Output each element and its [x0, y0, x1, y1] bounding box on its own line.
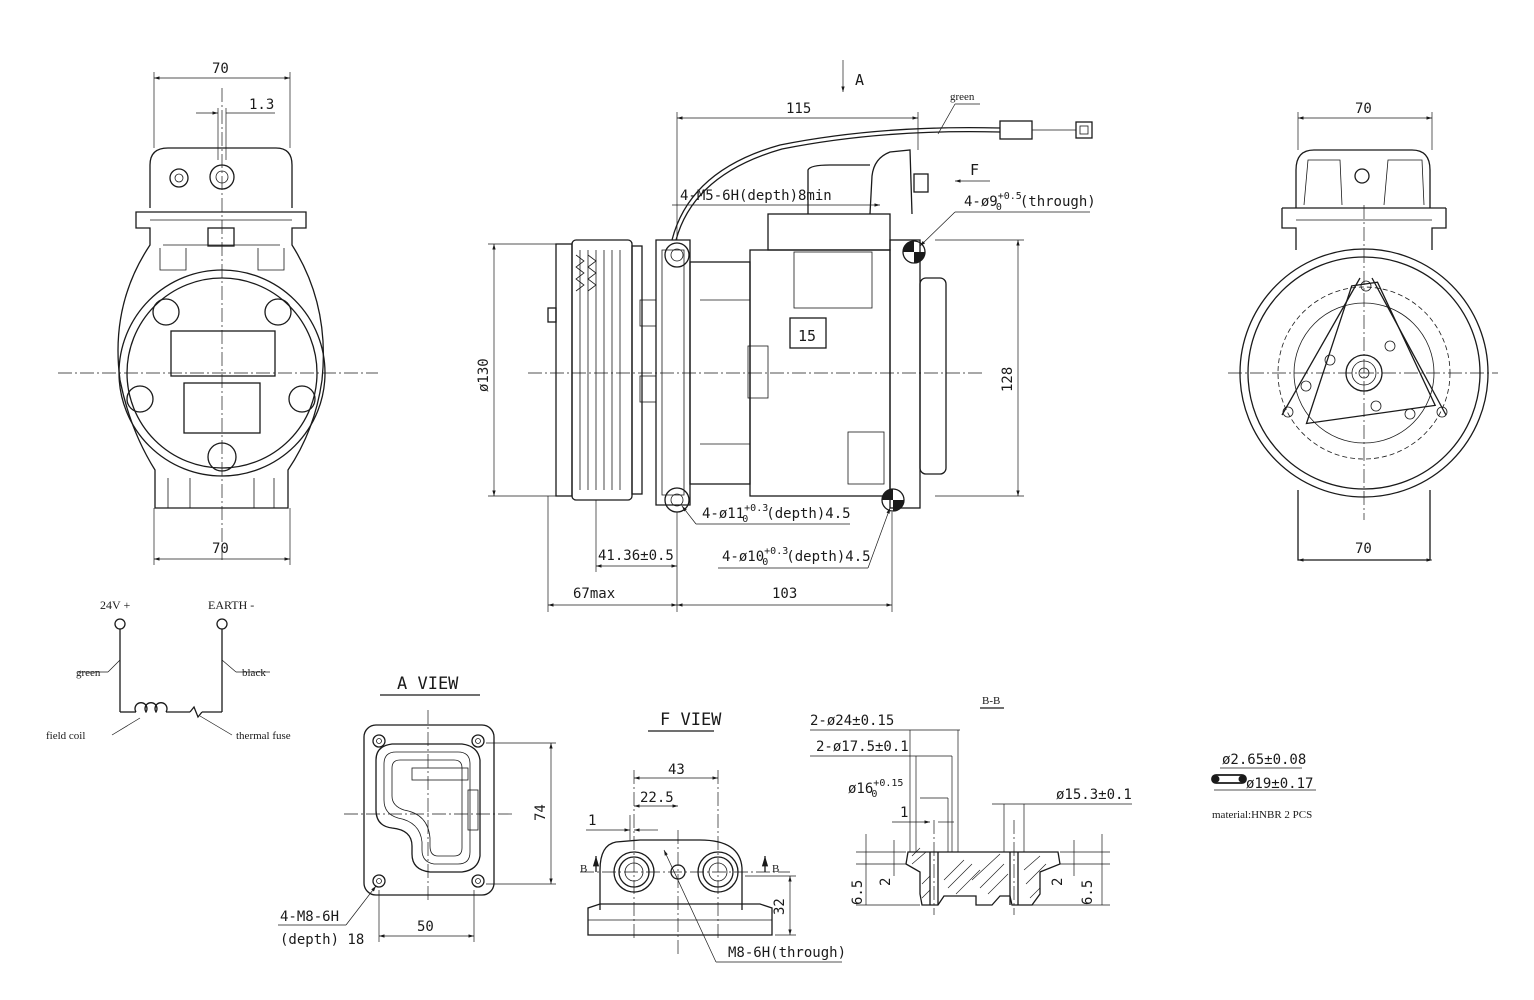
bb-title: B-B	[982, 695, 1000, 707]
dim-fv-1: 1	[588, 813, 596, 829]
right-end-view: 70 70	[1228, 101, 1498, 562]
dim-bb-15-3: ø15.3±0.1	[1056, 787, 1132, 803]
dim-phi11: 4-ø11	[702, 506, 744, 522]
dim-m5-thread: 4-M5-6H(depth)8min	[680, 188, 832, 204]
dim-41-36: 41.36±0.5	[598, 548, 674, 564]
section-b-left: B	[580, 863, 587, 875]
main-side-view: A F 15	[476, 60, 1096, 612]
label-box-15	[789, 317, 827, 349]
box-15-text: 15	[798, 327, 816, 345]
dim-phi11-sub: 0	[742, 514, 748, 525]
svg-text:4-ø11+0.30(depth)4.5: 4-ø11+0.30 (depth)4.5	[702, 503, 851, 525]
svg-text:ø16+0.150: ø16+0.150	[848, 778, 903, 800]
a-view-title: A VIEW	[397, 674, 459, 694]
f-view: F VIEW B B 43 22.5 1 32	[580, 710, 846, 963]
view-f-label: F	[970, 161, 979, 179]
wire-green-label: green	[950, 91, 975, 103]
dim-bb-16: ø16	[848, 781, 873, 797]
dim-main-115: 115	[786, 101, 811, 117]
dim-bb-16-sub: 0	[871, 789, 877, 800]
label-black-wire: black	[242, 667, 266, 679]
dim-bb-24: 2-ø24±0.15	[810, 713, 894, 729]
dim-bb-1: 1	[900, 805, 908, 821]
dim-oring-2-65: ø2.65±0.08	[1222, 752, 1306, 768]
label-earth: EARTH -	[208, 598, 254, 612]
dim-fv-22-5: 22.5	[640, 790, 674, 806]
dim-bb-2-right: 2	[1050, 878, 1066, 886]
dim-bb-6-5-left: 6.5	[850, 880, 866, 905]
dim-phi10-sub: 0	[762, 557, 768, 568]
dim-fv-43: 43	[668, 762, 685, 778]
dim-av-depth: (depth) 18	[280, 932, 364, 948]
dim-103: 103	[772, 586, 797, 602]
label-24v: 24V +	[100, 598, 130, 612]
dim-bb-2-left: 2	[878, 878, 894, 886]
a-view: A VIEW 74 50 4-M8-6H (depth) 18	[278, 674, 556, 948]
dim-phi11-tail: (depth)4.5	[766, 506, 850, 522]
dim-phi9-tail: (through)	[1020, 194, 1096, 210]
dim-av-m8: 4-M8-6H	[280, 909, 339, 925]
dim-right-top-70: 70	[1355, 101, 1372, 117]
f-view-title: F VIEW	[660, 710, 722, 730]
material-note: material:HNBR 2 PCS	[1212, 809, 1312, 821]
dim-phi130: ø130	[476, 358, 492, 392]
dim-left-bottom-70: 70	[212, 541, 229, 557]
dim-phi10-tail: (depth)4.5	[786, 549, 870, 565]
dim-left-1-3: 1.3	[249, 97, 274, 113]
section-b-right: B	[772, 863, 779, 875]
label-thermal-fuse: thermal fuse	[236, 730, 291, 742]
dim-128: 128	[1000, 367, 1016, 392]
dim-av-74: 74	[533, 804, 549, 821]
dim-67max: 67max	[573, 586, 615, 602]
dim-oring-19: ø19±0.17	[1246, 776, 1313, 792]
left-end-view: 70 1.3 70	[58, 61, 378, 565]
dim-phi10: 4-ø10	[722, 549, 764, 565]
label-green-wire: green	[76, 667, 101, 679]
dim-phi11-sup: +0.3	[744, 503, 768, 514]
svg-text:4-ø10+0.30(depth)4.5: 4-ø10+0.30 (depth)4.5	[722, 546, 871, 568]
dim-bb-16-sup: +0.15	[873, 778, 903, 789]
dim-phi9-sup: +0.5	[998, 191, 1022, 202]
dim-av-50: 50	[417, 919, 434, 935]
dim-phi9-sub: 0	[996, 202, 1002, 213]
bb-section: B-B 2-ø24±0.15 2-ø17.5±0.1	[810, 695, 1132, 915]
label-field-coil: field coil	[46, 730, 85, 742]
dim-fv-m8: M8-6H(through)	[728, 945, 846, 961]
wiring-schematic: 24V + EARTH - green black field coil the…	[46, 598, 291, 742]
dim-right-bottom-70: 70	[1355, 541, 1372, 557]
dim-phi10-sup: +0.3	[764, 546, 788, 557]
view-a-label: A	[855, 71, 864, 89]
dim-fv-32: 32	[772, 898, 788, 915]
dim-bb-6-5-right: 6.5	[1080, 880, 1096, 905]
svg-text:4-ø9+0.50(through): 4-ø9+0.50 (through)	[964, 191, 1096, 213]
dim-left-top-70: 70	[212, 61, 229, 77]
dim-bb-17-5: 2-ø17.5±0.1	[816, 739, 909, 755]
dim-phi9: 4-ø9	[964, 194, 998, 210]
o-ring-detail: ø2.65±0.08 ø19±0.17 material:HNBR 2 PCS	[1211, 752, 1316, 821]
